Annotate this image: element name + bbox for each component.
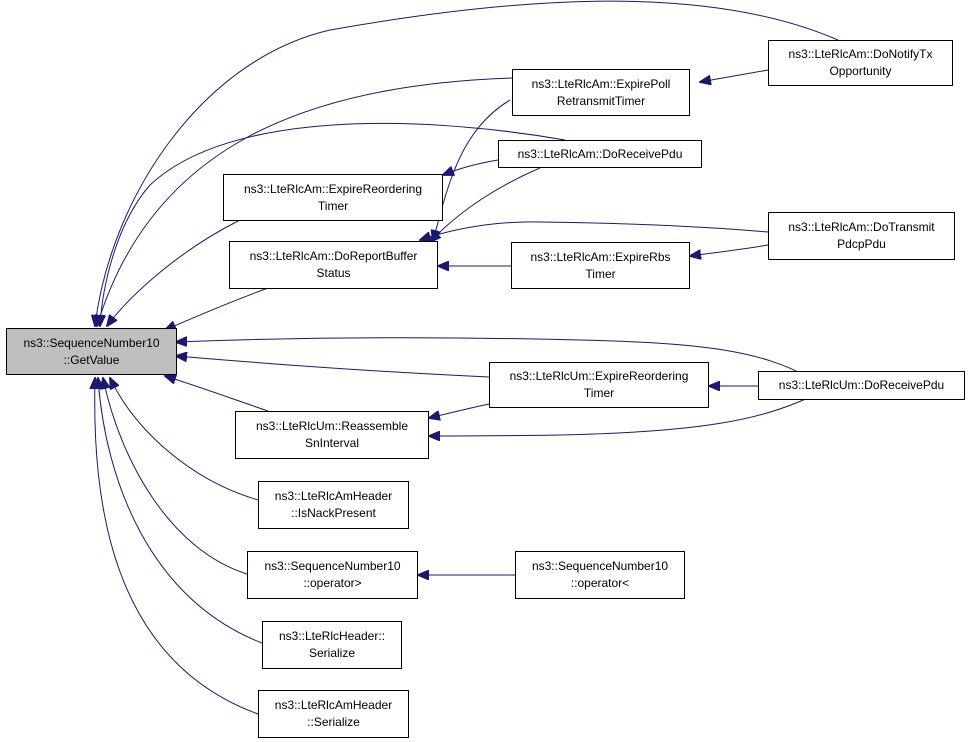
node-label: ::operator> [303, 576, 362, 590]
edge-notify-to-root [95, 0, 839, 326]
node-label: ns3::LteRlcAm::DoNotifyTx [788, 47, 933, 61]
node-label: ns3::LteRlcAm::ExpireReordering [243, 181, 423, 196]
node-label: ns3::LteRlcAm::DoTransmit [788, 220, 935, 234]
node-root[interactable]: ns3::SequenceNumber10 ::GetValue [6, 328, 177, 375]
node-label: Serialize [308, 646, 356, 660]
node-oplt[interactable]: ns3::SequenceNumber10 ::operator< [515, 551, 685, 599]
edge-amser-to-root [95, 378, 259, 715]
node-poll[interactable]: ns3::LteRlcAm::ExpirePoll RetransmitTime… [512, 69, 690, 116]
node-label: PdcpPdu [837, 237, 886, 251]
node-label: Timer [317, 198, 349, 213]
node-reassemble[interactable]: ns3::LteRlcUm::Reassemble SnInterval [235, 411, 429, 459]
node-label: ns3::LteRlcUm::DoReceivePdu [778, 378, 945, 392]
node-label: ns3::LteRlcAmHeader [274, 489, 393, 503]
node-notify[interactable]: ns3::LteRlcAm::DoNotifyTx Opportunity [768, 40, 953, 86]
node-transmit[interactable]: ns3::LteRlcAm::DoTransmit PdcpPdu [768, 212, 955, 260]
node-report[interactable]: ns3::LteRlcAm::DoReportBuffer Status [229, 241, 438, 289]
edge-reorder-to-root [107, 219, 241, 326]
node-umrecv[interactable]: ns3::LteRlcUm::DoReceivePdu [758, 371, 965, 400]
node-label: ns3::LteRlcHeader:: [278, 629, 386, 643]
node-label: ::Serialize [307, 715, 360, 729]
node-rlcser[interactable]: ns3::LteRlcHeader:: Serialize [262, 621, 402, 669]
node-label: ns3::SequenceNumber10 [264, 559, 401, 573]
node-opgt[interactable]: ns3::SequenceNumber10 ::operator> [247, 551, 418, 599]
node-label: Timer [585, 266, 616, 281]
edge-opgt-to-root [103, 378, 248, 575]
node-rbs[interactable]: ns3::LteRlcAm::ExpireRbs Timer [511, 242, 690, 289]
edge-umrecv-to-root [176, 338, 811, 379]
node-label: ns3::LteRlcAm::DoReportBuffer [249, 249, 418, 263]
edge-poll-to-root [97, 77, 513, 326]
node-label: ns3::LteRlcAmHeader [274, 698, 393, 712]
node-reorder[interactable]: ns3::LteRlcAm::ExpireReordering Timer [223, 174, 443, 221]
node-amser[interactable]: ns3::LteRlcAmHeader ::Serialize [258, 690, 409, 738]
edge-umrecv-to-reassemble [429, 396, 811, 436]
node-label: ns3::LteRlcAm::ExpirePoll [531, 76, 671, 91]
node-label: ns3::LteRlcAm::DoReceivePdu [517, 146, 683, 161]
node-label: ns3::SequenceNumber10 [23, 335, 160, 350]
edge-transmit-to-report [420, 221, 769, 240]
node-label: ::operator< [570, 576, 630, 590]
edge-umreorder-to-reassemble [429, 403, 490, 418]
edge-recvpdu-to-report [430, 167, 541, 242]
node-label: RetransmitTimer [556, 93, 646, 108]
edge-transmit-to-rbs [690, 244, 769, 256]
node-label: Opportunity [829, 64, 892, 78]
node-label: ::IsNackPresent [291, 506, 376, 520]
edge-umreorder-to-root [176, 356, 490, 378]
node-label: ::GetValue [63, 352, 120, 367]
node-label: ns3::LteRlcAm::ExpireRbs [530, 249, 671, 264]
node-nack[interactable]: ns3::LteRlcAmHeader ::IsNackPresent [258, 481, 409, 529]
node-label: SnInterval [304, 436, 360, 450]
edge-notify-to-poll [700, 69, 769, 82]
edge-nack-to-root [110, 378, 259, 501]
edge-recvpdu-to-root [100, 122, 566, 326]
edge-poll-to-report [433, 99, 511, 241]
node-label: ns3::SequenceNumber10 [531, 559, 669, 573]
edge-rlcser-to-root [98, 378, 263, 644]
node-recvpdu[interactable]: ns3::LteRlcAm::DoReceivePdu [498, 140, 702, 168]
edge-recvpdu-to-reorder [443, 159, 499, 175]
edge-report-to-root [165, 287, 269, 330]
edge-reassemble-to-root [165, 376, 269, 412]
node-label: ns3::LteRlcUm::ExpireReordering [509, 369, 689, 383]
node-label: Timer [583, 386, 615, 400]
node-umreorder[interactable]: ns3::LteRlcUm::ExpireReordering Timer [489, 362, 709, 408]
node-label: ns3::LteRlcUm::Reassemble [255, 419, 409, 433]
node-label: Status [316, 266, 351, 280]
